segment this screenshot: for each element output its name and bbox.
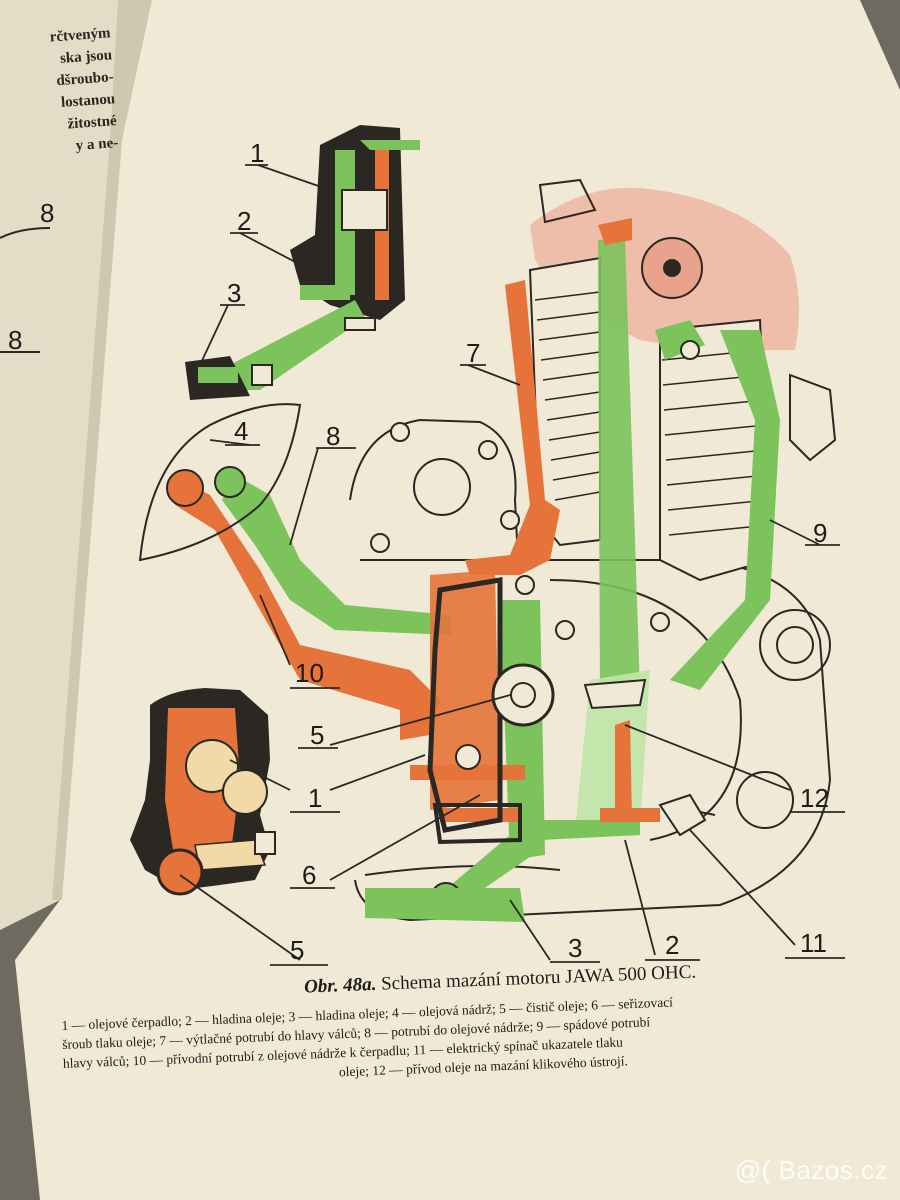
label-1: 1 bbox=[250, 138, 265, 168]
label-8: 8 bbox=[326, 421, 341, 451]
pump-inset-top bbox=[185, 125, 420, 400]
watermark: @( Bazos.cz bbox=[734, 1155, 888, 1185]
left-page-leader-lines bbox=[0, 227, 51, 353]
caption-figure-number: Obr. 48a. bbox=[303, 973, 377, 998]
page-fold-shadow bbox=[52, 0, 152, 900]
label-underlines bbox=[220, 164, 845, 966]
label-7: 7 bbox=[466, 338, 481, 368]
left-page-label-8: 8 bbox=[40, 198, 55, 228]
pump-body bbox=[427, 577, 555, 845]
gear-pump-inset bbox=[130, 688, 276, 896]
leader-lines bbox=[179, 164, 821, 961]
label-2: 2 bbox=[237, 206, 252, 236]
label-11: 11 bbox=[800, 928, 827, 958]
oil-tank-outline bbox=[138, 403, 302, 562]
label-12: 12 bbox=[800, 783, 829, 813]
engine-bolts bbox=[370, 340, 700, 640]
label-6: 6 bbox=[302, 860, 317, 890]
left-page-label-8: 8 bbox=[8, 325, 23, 355]
label-3: 3 bbox=[568, 933, 583, 963]
green-oil-channels bbox=[214, 238, 780, 922]
spark-plug bbox=[789, 373, 837, 462]
push-rod-base bbox=[583, 678, 647, 710]
label-5: 5 bbox=[290, 935, 305, 965]
label-3: 3 bbox=[227, 278, 242, 308]
switch-11 bbox=[658, 793, 716, 837]
label-2: 2 bbox=[665, 930, 680, 960]
label-5: 5 bbox=[310, 720, 325, 750]
label-9: 9 bbox=[813, 518, 828, 548]
label-1: 1 bbox=[308, 783, 323, 813]
label-10: 10 bbox=[295, 658, 324, 688]
left-page-text: rčtveným ska jsou dšroubo- lostanou žito… bbox=[0, 22, 119, 161]
label-4: 4 bbox=[234, 416, 249, 446]
